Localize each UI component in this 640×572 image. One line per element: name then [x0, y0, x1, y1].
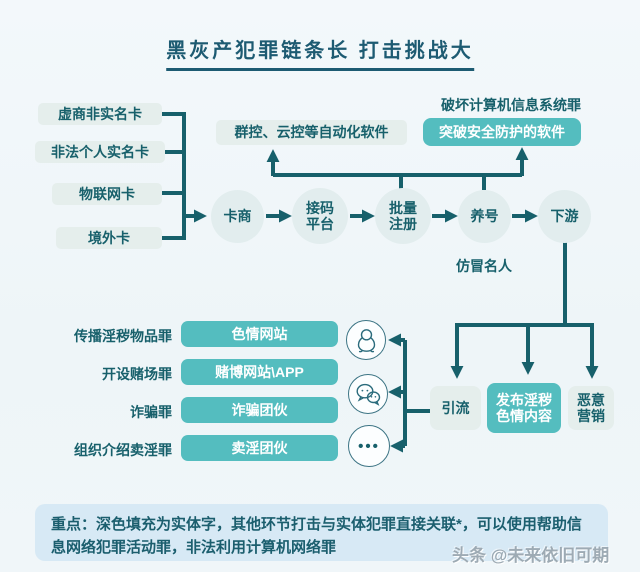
crime-label: 诈骗罪	[130, 404, 172, 420]
page-title: 黑灰产犯罪链条长 打击挑战大	[166, 34, 474, 71]
qq-icon	[357, 328, 375, 352]
wechat-icon	[355, 383, 380, 406]
note-text: 重点：深色填充为实体字，其他环节打击与实体犯罪直接关联*，可以使用帮助信息网络犯…	[51, 516, 582, 557]
flow-node-sms-platform: 接码平台	[292, 188, 348, 244]
sim-card-box: 非法个人实名卡	[35, 141, 165, 163]
crime-label: 传播淫秽物品罪	[74, 328, 172, 344]
crime-entity-box: 赌博网站\APP	[181, 359, 338, 385]
crime-entity-box: 诈骗团伙	[181, 397, 338, 423]
automation-software-box: 群控、云控等自动化软件	[216, 120, 407, 145]
malicious-marketing-label: 恶意营销	[577, 391, 605, 424]
security-breach-box: 突破安全防护的软件	[423, 118, 581, 146]
crime-entity-box: 卖淫团伙	[181, 435, 338, 461]
flow-node-card-dealer: 卡商	[211, 190, 264, 243]
flow-node-label: 批量注册	[389, 199, 417, 232]
flow-node-downstream: 下游	[538, 190, 591, 243]
crime-label: 组织介绍卖淫罪	[74, 442, 172, 458]
traffic-funnel-box: 引流	[430, 386, 481, 430]
flow-node-account-farming: 养号	[458, 190, 511, 243]
flow-node-bulk-register: 批量注册	[375, 188, 431, 244]
watermark: 头条 @未来依旧可期	[452, 546, 610, 565]
crime-entity-box: 色情网站	[181, 321, 338, 347]
ellipsis-icon: •••	[358, 437, 380, 455]
computer-crime-label: 破坏计算机信息系统罪	[441, 97, 581, 113]
sim-card-box: 物联网卡	[52, 183, 162, 205]
impersonation-annotation: 仿冒名人	[456, 258, 512, 274]
flow-node-label: 接码平台	[306, 199, 334, 232]
crime-label: 开设赌场罪	[102, 366, 172, 382]
porn-content-label: 发布淫秽色情内容	[496, 391, 552, 424]
qq-platform-circle	[346, 320, 386, 360]
malicious-marketing-box: 恶意营销	[568, 386, 614, 430]
wechat-platform-circle	[348, 374, 388, 414]
sim-card-box: 虚商非实名卡	[38, 103, 162, 125]
porn-content-box: 发布淫秽色情内容	[487, 383, 561, 433]
sim-card-box: 境外卡	[56, 227, 162, 249]
more-platforms-circle: •••	[348, 425, 390, 467]
note-box: 重点：深色填充为实体字，其他环节打击与实体犯罪直接关联*，可以使用帮助信息网络犯…	[35, 504, 608, 561]
